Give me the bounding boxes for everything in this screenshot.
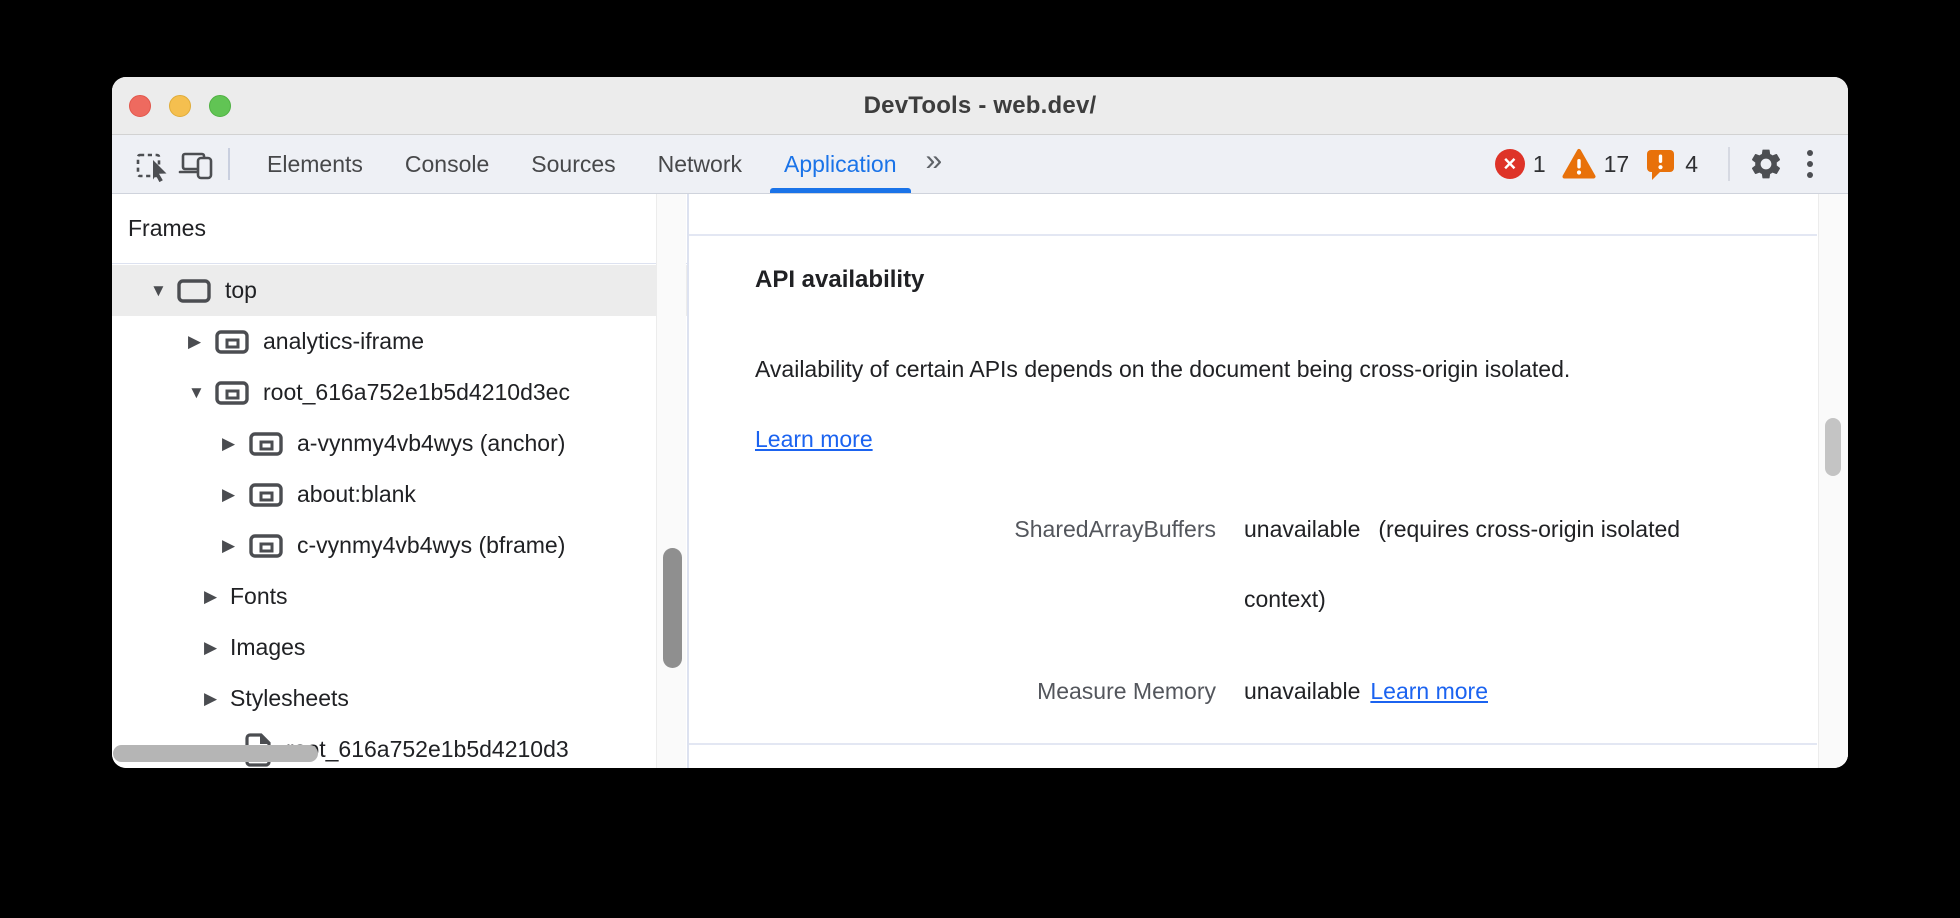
- report-row-sharedarraybuffers: SharedArrayBuffers unavailable(requires …: [689, 494, 1808, 634]
- expander-icon[interactable]: ▶: [188, 331, 202, 351]
- report-row-value: unavailable(requires cross-origin isolat…: [1244, 494, 1684, 634]
- expander-icon[interactable]: ▼: [150, 280, 167, 300]
- devtools-window: DevTools - web.dev/ Elements Conso: [112, 77, 1848, 768]
- zoom-window-button[interactable]: [209, 94, 231, 117]
- tree-item-anchor-frame[interactable]: ▶ a-vynmy4vb4wys (anchor): [112, 418, 687, 469]
- report-row-label: SharedArrayBuffers: [1014, 516, 1216, 542]
- tree-item-label: root_616a752e1b5d4210d3: [286, 736, 569, 762]
- report-row-measure-memory: Measure Memory unavailable Learn more: [689, 656, 1808, 726]
- tree-item-about-blank[interactable]: ▶ about:blank: [112, 469, 687, 520]
- iframe-icon: [248, 532, 284, 560]
- expander-icon[interactable]: ▶: [222, 484, 236, 504]
- availability-value: unavailable: [1244, 516, 1361, 542]
- expander-icon[interactable]: ▼: [188, 382, 205, 402]
- tree-item-label: c-vynmy4vb4wys (bframe): [297, 532, 566, 558]
- expander-icon[interactable]: ▶: [222, 433, 236, 453]
- tree-item-fonts[interactable]: ▶ Fonts: [112, 571, 687, 622]
- tree-item-root-document[interactable]: root_616a752e1b5d4210d3: [112, 724, 687, 768]
- warning-count: 17: [1603, 150, 1630, 177]
- tree-item-label: Stylesheets: [230, 685, 349, 711]
- titlebar: DevTools - web.dev/: [112, 77, 1848, 135]
- warning-icon[interactable]: [1562, 148, 1596, 180]
- tab-network[interactable]: Network: [657, 150, 742, 177]
- error-icon[interactable]: ×: [1494, 149, 1525, 179]
- traffic-lights: [129, 77, 231, 134]
- panel-tabs: Elements Console Sources Network Applica…: [246, 135, 918, 193]
- expander-icon[interactable]: ▶: [204, 586, 218, 606]
- issue-count: 4: [1685, 150, 1698, 177]
- measure-memory-learn-more-link[interactable]: Learn more: [1370, 678, 1488, 704]
- devtools-content: Frames ▼ top ▶ analytics-i: [112, 194, 1848, 768]
- frame-icon: [176, 277, 212, 305]
- window-title: DevTools - web.dev/: [863, 91, 1097, 119]
- main-vertical-scrollbar[interactable]: [1818, 194, 1848, 768]
- api-availability-report: SharedArrayBuffers unavailable(requires …: [689, 494, 1808, 726]
- tree-item-stylesheets[interactable]: ▶ Stylesheets: [112, 673, 687, 724]
- minimize-window-button[interactable]: [169, 94, 191, 117]
- section-divider-top: [689, 234, 1817, 236]
- toolbar-divider: [228, 148, 230, 180]
- iframe-icon: [248, 481, 284, 509]
- tree-item-analytics-iframe[interactable]: ▶ analytics-iframe: [112, 316, 687, 367]
- toolbar-divider-right: [1728, 147, 1730, 181]
- tree-item-images[interactable]: ▶ Images: [112, 622, 687, 673]
- more-tabs-icon[interactable]: »: [925, 144, 945, 177]
- devtools-toolbar: Elements Console Sources Network Applica…: [112, 135, 1848, 194]
- main-vertical-scrollbar-thumb[interactable]: [1825, 418, 1841, 476]
- section-divider-bottom: [689, 743, 1817, 745]
- api-availability-heading: API availability: [755, 266, 925, 293]
- status-badges: × 1 17: [1494, 147, 1714, 181]
- iframe-icon: [214, 379, 250, 407]
- frames-tree: ▼ top ▶ analytics-iframe: [112, 265, 687, 768]
- device-toolbar-icon[interactable]: [174, 142, 218, 186]
- tree-item-root-frame[interactable]: ▼ root_616a752e1b5d4210d3ec: [112, 367, 687, 418]
- application-sidebar: Frames ▼ top ▶ analytics-i: [112, 194, 689, 768]
- tree-item-label: analytics-iframe: [263, 328, 425, 354]
- tab-elements[interactable]: Elements: [267, 150, 363, 177]
- expander-icon[interactable]: ▶: [204, 688, 218, 708]
- description-text: Availability of certain APIs depends on …: [755, 356, 1571, 382]
- learn-more-link[interactable]: Learn more: [755, 426, 873, 452]
- tab-application[interactable]: Application: [763, 135, 918, 193]
- availability-note: (requires cross-origin isolated context): [1244, 516, 1681, 612]
- tree-item-label: Images: [230, 634, 306, 660]
- iframe-icon: [214, 328, 250, 356]
- tree-item-bframe[interactable]: ▶ c-vynmy4vb4wys (bframe): [112, 520, 687, 571]
- report-row-label: Measure Memory: [1037, 678, 1216, 704]
- iframe-icon: [248, 430, 284, 458]
- sidebar-vertical-scrollbar[interactable]: [656, 194, 686, 768]
- inspect-element-icon[interactable]: [130, 142, 174, 186]
- tab-console[interactable]: Console: [404, 150, 490, 177]
- availability-value: unavailable: [1244, 678, 1361, 704]
- tree-item-label: a-vynmy4vb4wys (anchor): [297, 430, 566, 456]
- expander-icon[interactable]: ▶: [204, 637, 218, 657]
- tree-item-label: root_616a752e1b5d4210d3ec: [263, 379, 570, 405]
- error-count: 1: [1532, 150, 1546, 177]
- tree-item-label: top: [225, 277, 257, 303]
- sidebar-horizontal-scrollbar-thumb[interactable]: [113, 745, 318, 762]
- tab-sources[interactable]: Sources: [531, 150, 616, 177]
- tree-item-label: about:blank: [297, 481, 416, 507]
- settings-gear-icon[interactable]: [1744, 142, 1788, 186]
- tree-item-top[interactable]: ▼ top: [112, 265, 687, 316]
- report-row-value: unavailable Learn more: [1244, 656, 1684, 726]
- issues-icon[interactable]: [1645, 147, 1677, 181]
- frames-section-header[interactable]: Frames: [112, 194, 687, 264]
- kebab-menu-icon[interactable]: [1788, 142, 1832, 186]
- tree-item-label: Fonts: [230, 583, 288, 609]
- close-window-button[interactable]: [129, 94, 151, 117]
- application-main-panel: API availability Availability of certain…: [689, 194, 1848, 768]
- api-availability-description: Availability of certain APIs depends on …: [755, 334, 1615, 474]
- expander-icon[interactable]: ▶: [222, 535, 236, 555]
- sidebar-vertical-scrollbar-thumb[interactable]: [663, 548, 682, 668]
